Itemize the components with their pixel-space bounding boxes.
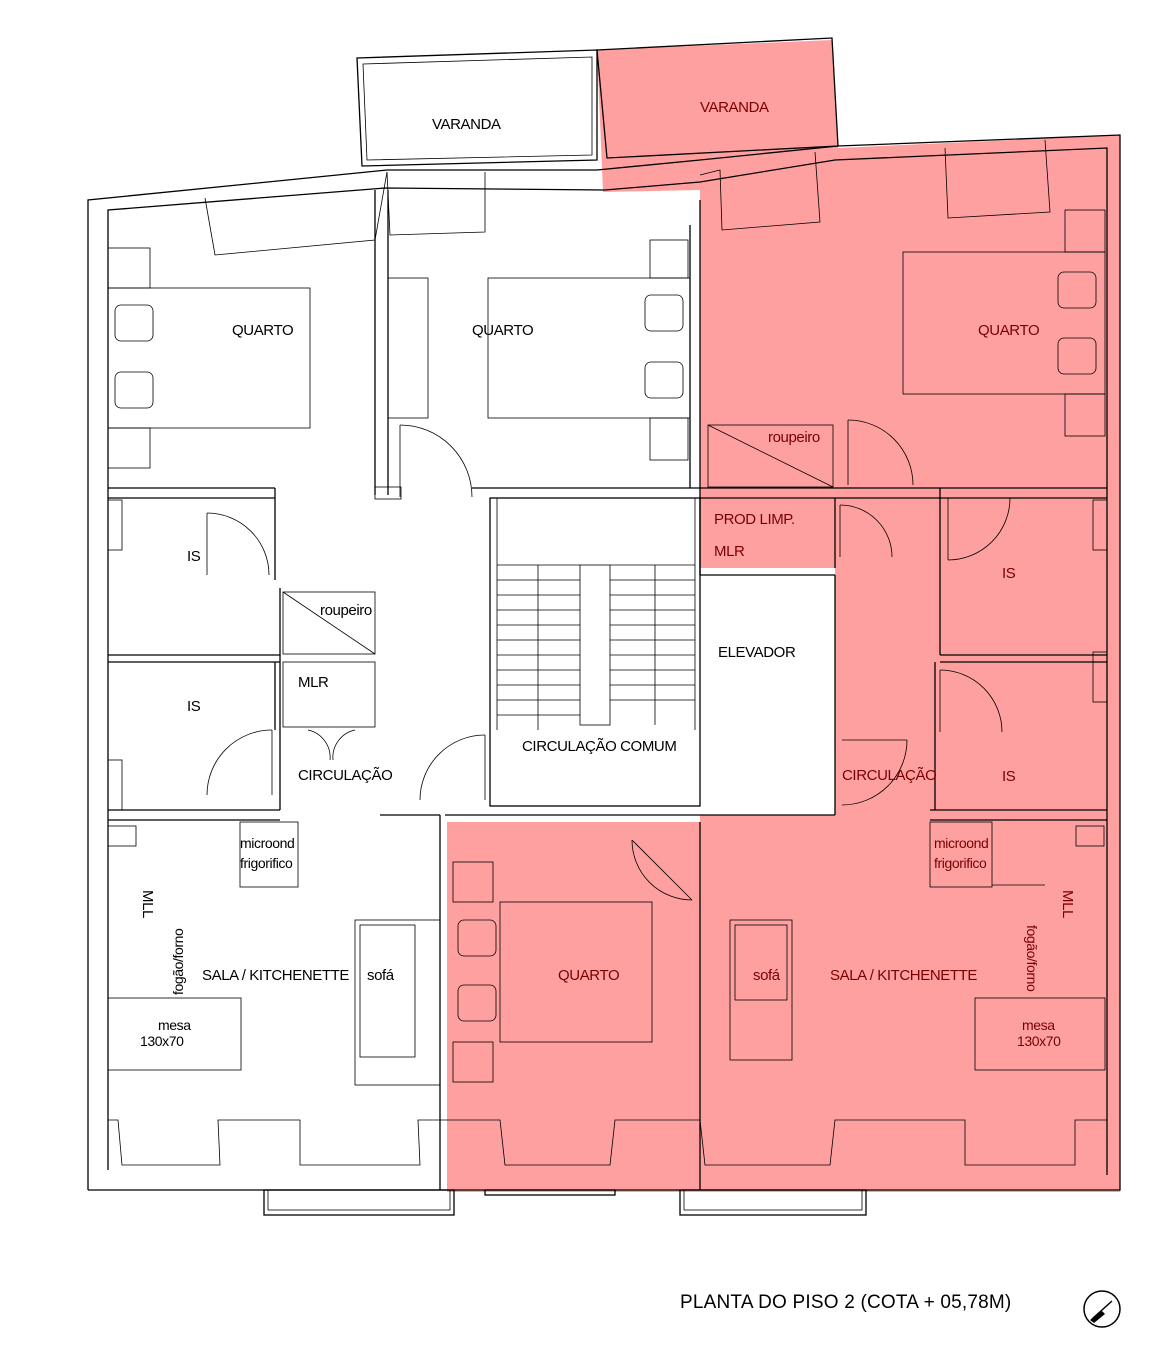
circ-comum-label: CIRCULAÇÃO COMUM [522,738,676,755]
stair-treads [497,564,695,730]
sofa-2-label: sofá [753,967,781,984]
mesa-size-2-label: 130x70 [1017,1033,1061,1049]
is-3-label: IS [1002,565,1016,582]
microond-1-label: microond [240,835,294,851]
elevador-label: ELEVADOR [718,644,796,661]
varanda-right-label: VARANDA [700,99,769,116]
sala-2-label: SALA / KITCHENETTE [830,967,977,984]
room-labels: VARANDA VARANDA QUARTO QUARTO QUARTO rou… [139,99,1076,1049]
is-1-label: IS [187,548,201,565]
sofa-1-label: sofá [367,967,395,984]
circ-right-label: CIRCULAÇÃO [842,767,936,784]
quarto-4-label: QUARTO [558,967,619,984]
interior-walls [108,190,1107,1190]
mesa-size-1-label: 130x70 [140,1033,184,1049]
roupeiro-2-label: roupeiro [768,429,820,446]
mlr-2-label: MLR [714,543,745,560]
quarto-3-label: QUARTO [978,322,1039,339]
quarto-1-label: QUARTO [232,322,293,339]
mll-1-label: MLL [139,890,156,918]
prod-limp-label: PROD LIMP. [714,511,795,528]
frigorifico-2-label: frigorifico [934,855,987,871]
is-4-label: IS [1002,768,1016,785]
is-2-label: IS [187,698,201,715]
mll-2-label: MLL [1059,890,1076,918]
highlighted-apartment [447,40,1120,1192]
furniture [107,209,1108,1086]
microond-2-label: microond [934,835,988,851]
varanda-left-label: VARANDA [432,116,501,133]
north-arrow-icon [1083,1290,1121,1328]
quarto-2-label: QUARTO [472,322,533,339]
frigorifico-1-label: frigorifico [240,855,293,871]
mesa-2-label: mesa [1022,1017,1055,1033]
sala-1-label: SALA / KITCHENETTE [202,967,349,984]
exterior-walls [87,37,1121,1216]
circ-left-label: CIRCULAÇÃO [298,767,392,784]
fogao-2-label: fogão/forno [1024,925,1040,992]
plan-title: PLANTA DO PISO 2 (COTA + 05,78M) [680,1292,1012,1313]
mesa-1-label: mesa [158,1017,191,1033]
doors [206,419,1011,901]
mlr-1-label: MLR [298,674,329,691]
fogao-1-label: fogão/forno [170,928,186,995]
roupeiro-1-label: roupeiro [320,602,372,619]
